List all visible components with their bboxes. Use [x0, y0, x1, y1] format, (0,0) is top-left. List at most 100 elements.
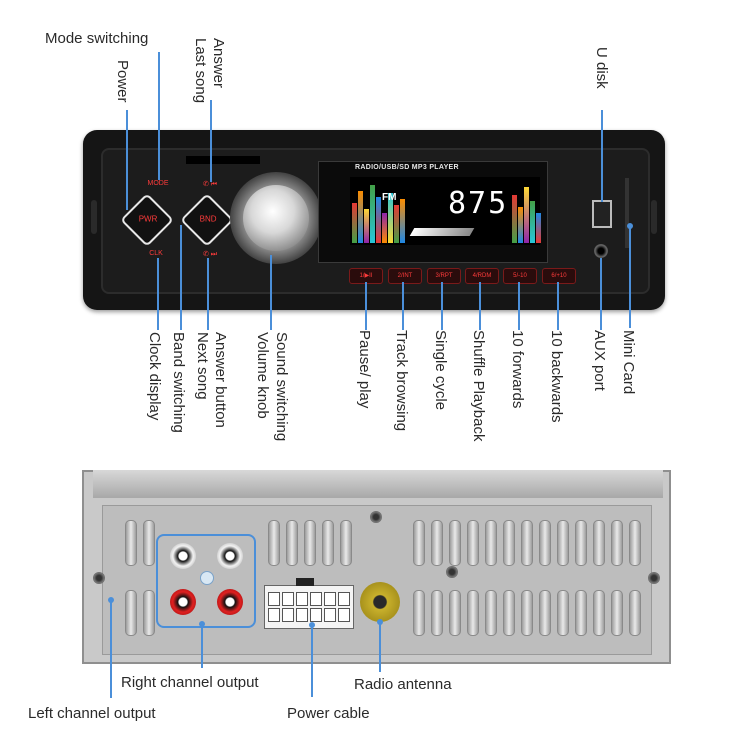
label-mini-card: Mini Card — [620, 330, 637, 395]
vent-slot — [521, 590, 533, 636]
vent-slot — [611, 590, 623, 636]
vent-slot — [286, 520, 298, 566]
left-release-tab — [91, 200, 97, 234]
equalizer-bar — [376, 197, 381, 243]
label-track-browsing: Track browsing — [393, 330, 410, 432]
leader-right-channel — [201, 624, 203, 668]
rca-right-white-1[interactable] — [170, 543, 196, 569]
rca-right-white-2[interactable] — [217, 543, 243, 569]
aux-jack[interactable] — [594, 244, 608, 258]
preset-button-4[interactable]: 4/RDM — [465, 268, 499, 284]
preset-button-2[interactable]: 2/INT — [388, 268, 422, 284]
leader-power-cable — [311, 625, 313, 697]
vent-slot — [557, 520, 569, 566]
equalizer-bar — [524, 187, 529, 243]
label-power: Power — [114, 60, 131, 103]
right-release-tab — [651, 200, 657, 234]
display-title: RADIO/USB/SD MP3 PLAYER — [355, 164, 459, 171]
label-left-channel-output: Left channel output — [28, 705, 156, 722]
label-single-cycle: Single cycle — [432, 330, 449, 411]
leader-preset-5 — [518, 282, 520, 330]
leader-clock — [157, 258, 159, 330]
usb-port[interactable] — [592, 200, 612, 228]
equalizer-bar — [394, 205, 399, 243]
rca-left-red-2[interactable] — [217, 589, 243, 615]
leader-u-disk — [601, 110, 603, 202]
vent-slot — [125, 590, 137, 636]
vent-slot — [575, 590, 587, 636]
leader-antenna — [379, 622, 381, 672]
screw-center-right — [446, 566, 458, 578]
screw-left — [93, 572, 105, 584]
leader-dot-mini-card — [627, 223, 633, 229]
screw-top — [370, 511, 382, 523]
label-ten-backwards: 10 backwards — [548, 330, 565, 423]
vent-slot — [503, 520, 515, 566]
equalizer-bar — [530, 201, 535, 243]
leader-mode — [158, 52, 160, 180]
vent-slot — [449, 520, 461, 566]
vent-slot — [143, 520, 155, 566]
label-power-cable: Power cable — [287, 705, 370, 722]
label-next-song: Next song — [194, 332, 211, 400]
leader-preset-4 — [479, 282, 481, 330]
rca-left-red-1[interactable] — [170, 589, 196, 615]
connector-pin — [268, 608, 280, 622]
label-u-disk: U disk — [593, 47, 610, 89]
vent-slot — [593, 590, 605, 636]
preset-button-6[interactable]: 6/+10 — [542, 268, 576, 284]
connector-pin — [268, 592, 280, 606]
vent-slot — [485, 520, 497, 566]
equalizer-bar — [512, 195, 517, 243]
power-button-label: PWR — [138, 214, 158, 224]
connector-latch — [296, 578, 314, 586]
equalizer-bar — [370, 185, 375, 243]
vent-slot — [539, 590, 551, 636]
label-radio-antenna: Radio antenna — [354, 676, 452, 693]
leader-aux — [600, 258, 602, 330]
frequency-readout: 875 — [448, 186, 509, 221]
preset-button-3[interactable]: 3/RPT — [427, 268, 461, 284]
vent-slot — [268, 520, 280, 566]
vent-slot — [593, 520, 605, 566]
mini-card-slot[interactable] — [625, 178, 629, 248]
equalizer-bar — [536, 213, 541, 243]
label-volume-knob: Volume knob — [254, 332, 271, 419]
volume-knob[interactable] — [243, 185, 309, 251]
label-band-switching: Band switching — [170, 332, 187, 433]
vent-slot — [629, 520, 641, 566]
vent-slot — [467, 590, 479, 636]
preset-button-5[interactable]: 5/-10 — [503, 268, 537, 284]
vent-slot — [125, 520, 137, 566]
connector-pin — [282, 608, 294, 622]
label-pause-play: Pause/ play — [356, 330, 373, 409]
vent-slot — [304, 520, 316, 566]
leader-power — [126, 110, 128, 210]
display-swoosh-graphic — [409, 228, 475, 236]
vent-slot — [503, 590, 515, 636]
equalizer-bar — [364, 209, 369, 243]
vent-slot — [431, 520, 443, 566]
vent-slot — [467, 520, 479, 566]
leader-preset-3 — [441, 282, 443, 330]
vent-slot — [340, 520, 352, 566]
label-aux-port: AUX port — [591, 330, 608, 391]
mode-button[interactable]: MODE — [147, 180, 169, 187]
leader-last-song — [210, 100, 212, 182]
band-indicator: FM — [382, 192, 397, 203]
vent-slot — [413, 590, 425, 636]
clock-button[interactable]: CLK — [149, 250, 163, 257]
vent-slot — [143, 590, 155, 636]
antenna-socket[interactable] — [360, 582, 400, 622]
answer-last-song-button[interactable]: ✆ ⏮ — [202, 181, 218, 188]
equalizer-bar — [518, 207, 523, 243]
equalizer-bar — [400, 199, 405, 243]
leader-preset-1 — [365, 282, 367, 330]
label-mode-switching: Mode switching — [45, 30, 149, 47]
vent-slot — [629, 590, 641, 636]
vent-slot — [449, 590, 461, 636]
label-shuffle-playback: Shuffle Playback — [470, 330, 487, 442]
vent-slot — [322, 520, 334, 566]
answer-next-song-button[interactable]: ✆ ⏭ — [202, 251, 218, 258]
vent-slot — [485, 590, 497, 636]
